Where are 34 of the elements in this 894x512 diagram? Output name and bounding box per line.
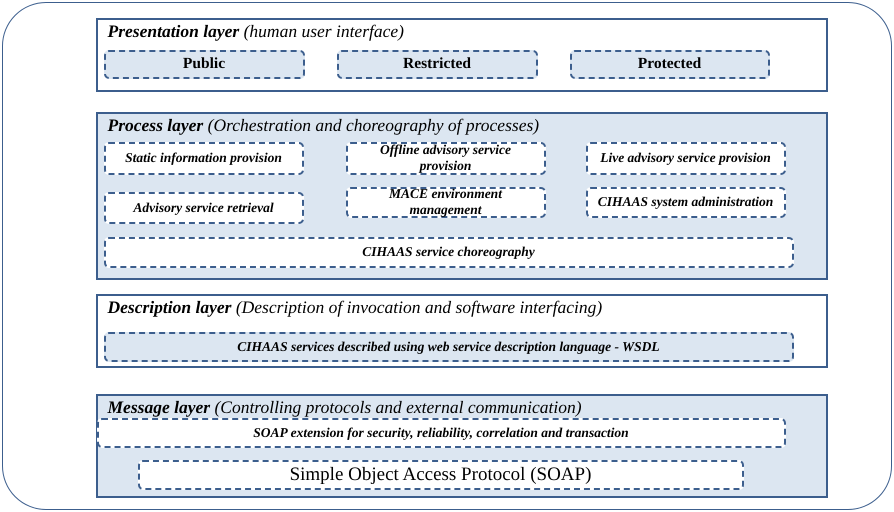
component-label: MACE environment management [388,186,504,218]
layer-panel [96,394,828,498]
layer-heading: Message layer (Controlling protocols and external communication) [108,396,582,418]
component-label: Simple Object Access Protocol (SOAP) [288,464,592,486]
component-box [336,50,538,78]
component-box [104,192,304,224]
component-box [104,142,304,174]
component-box [138,460,744,490]
component-box [104,50,304,78]
layer-panel [96,112,828,280]
component-label: Live advisory service provision [599,150,772,166]
component-box [104,332,794,362]
component-label: Static information provision [124,150,283,166]
layer-panel [96,294,828,368]
component-label: CIHAAS system administration [596,194,774,210]
layer-heading: Process layer (Orchestration and choreography of processes) [108,114,540,136]
layer-heading: Description layer (Description of invocation and software interfacing) [108,296,602,318]
component-box [586,186,786,218]
layer-panel [96,18,828,92]
component-label: CIHAAS services described using web service description language - WSDL [236,338,661,354]
component-box [96,418,786,448]
component-label: Advisory service retrieval [132,200,275,216]
component-label: SOAP extension for security, reliability, correlation and transaction [252,424,630,440]
component-box [586,142,786,174]
component-label: CIHAAS service choreography [361,244,536,260]
component-box [570,50,770,78]
component-label: Offline advisory service provision [379,142,512,174]
component-label: Public [182,55,226,73]
component-box [346,186,546,218]
component-box [104,236,794,268]
component-label: Restricted [402,55,472,73]
component-label: Protected [636,55,702,73]
layer-heading: Presentation layer (human user interface) [108,20,404,42]
component-box [346,142,546,174]
